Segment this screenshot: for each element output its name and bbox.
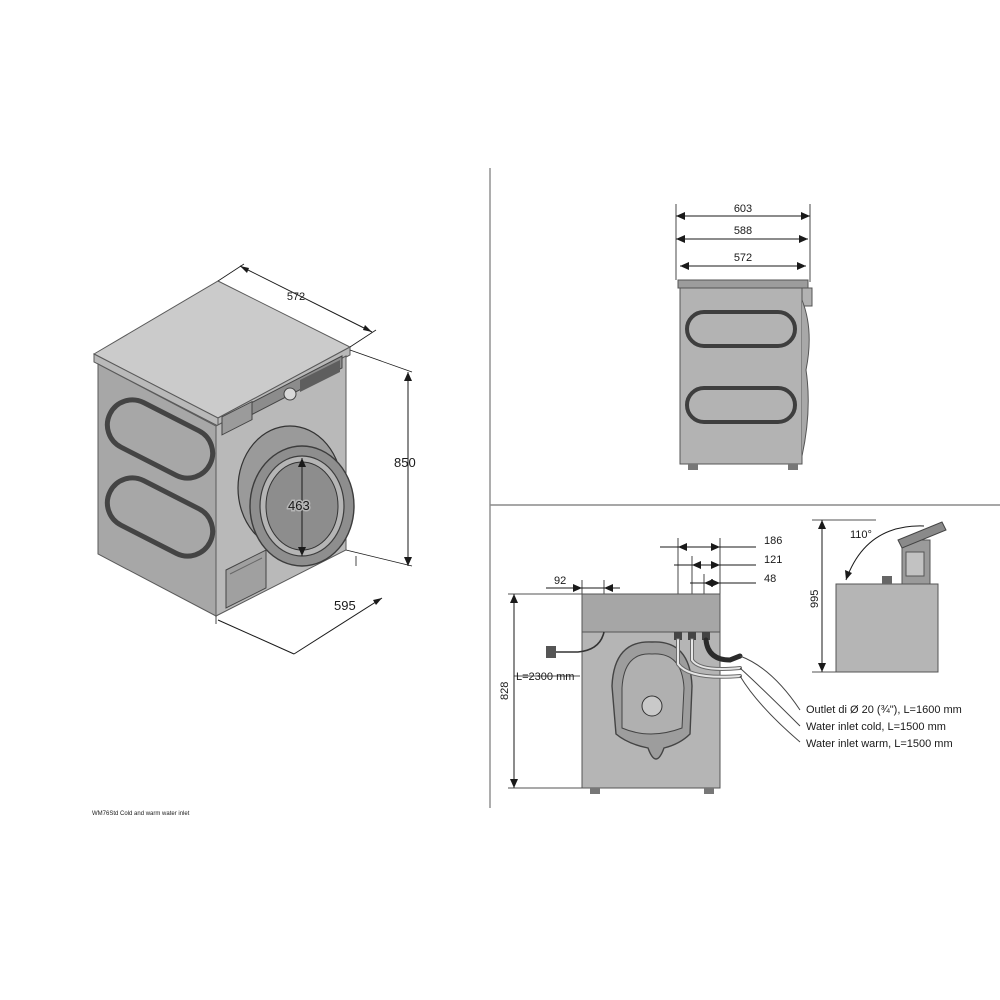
iso-dimline-572 <box>239 265 373 333</box>
power-plug <box>546 646 556 658</box>
iso-detergent-drawer <box>221 400 253 436</box>
lid-arc-arrow <box>845 570 852 580</box>
leader-warm <box>739 675 801 743</box>
rear-foot-left <box>590 788 600 794</box>
leader-outlet <box>739 655 801 711</box>
leader-cold <box>739 667 801 727</box>
rear-arrow-92-a <box>573 584 582 592</box>
iso-dimline-595 <box>217 619 295 655</box>
side-arrow-588-a <box>676 235 685 243</box>
hose-cold-inner <box>691 639 741 670</box>
dim-rear-186: 186 <box>764 535 782 547</box>
lid-open-view: 995 110° <box>809 519 947 673</box>
dim-side-603: 603 <box>734 203 752 215</box>
rear-arrow-92-b <box>604 584 613 592</box>
lid-knob <box>882 576 892 584</box>
rear-cable-length: L=2300 mm <box>516 671 574 683</box>
rear-connector-warm <box>674 632 682 640</box>
iso-hatch-vents <box>229 557 263 575</box>
label-warm: Water inlet warm, L=1500 mm <box>806 738 953 750</box>
dim-rear-828: 828 <box>499 682 511 700</box>
side-elevation-view: 603 588 572 <box>675 203 813 470</box>
dim-iso-595: 595 <box>334 598 356 613</box>
dim-rear-92: 92 <box>554 575 566 587</box>
rear-arrow-828-a <box>510 594 518 603</box>
side-emboss-lower <box>685 386 797 424</box>
rear-arrow-48 <box>704 579 713 587</box>
iso-display-strip <box>300 360 340 392</box>
side-arrow-588-b <box>799 235 808 243</box>
rear-arrow-48-b <box>711 579 720 587</box>
rear-arrow-121-b <box>711 561 720 569</box>
dim-side-572: 572 <box>734 252 752 264</box>
iso-ext-572-a <box>217 263 245 282</box>
iso-ext-850-b <box>345 549 413 567</box>
dim-iso-463: 463 <box>288 498 310 513</box>
side-foot-right <box>788 464 798 470</box>
iso-arrow-463-a <box>298 458 306 467</box>
rear-panel-inner <box>621 653 685 735</box>
side-door-bulge <box>801 299 810 457</box>
iso-arrow-850-a <box>404 372 412 381</box>
rear-connector-cold <box>688 632 696 640</box>
lid-arrow-995-b <box>818 663 826 672</box>
isometric-view: 572 850 463 595 <box>92 263 416 655</box>
lid-angle: 110° <box>850 529 872 541</box>
iso-ext-572-b <box>349 329 377 348</box>
rear-arrow-186-b <box>711 543 720 551</box>
label-outlet: Outlet di Ø 20 (¾"), L=1600 mm <box>806 704 962 716</box>
iso-arrow-595-a <box>373 598 382 605</box>
dim-side-588: 588 <box>734 225 752 237</box>
side-arrow-603-a <box>676 212 685 220</box>
side-arrow-572-a <box>680 262 689 270</box>
iso-arrow-850-b <box>404 557 412 566</box>
side-emboss-upper <box>685 310 797 348</box>
iso-side-emboss-lower <box>104 475 216 559</box>
dim-rear-48: 48 <box>764 573 776 585</box>
rear-drain-cap <box>641 695 663 717</box>
iso-dimline-595-b <box>293 597 383 655</box>
lid-angle-arc <box>845 525 925 581</box>
power-cable <box>556 631 605 653</box>
lid-body <box>835 583 939 673</box>
iso-arrow-572-b <box>363 325 372 332</box>
rear-connector-outlet <box>702 632 710 640</box>
iso-ext-850-a <box>349 349 413 373</box>
side-arrow-572-b <box>797 262 806 270</box>
lid-panel-open <box>897 521 947 549</box>
dim-iso-572: 572 <box>287 291 305 303</box>
dim-lid-995: 995 <box>809 590 821 608</box>
label-cold: Water inlet cold, L=1500 mm <box>806 721 946 733</box>
rear-view: 186 121 48 92 828 L=2300 mm <box>499 535 962 794</box>
iso-arrow-463-b <box>298 547 306 556</box>
iso-arrow-572-a <box>240 266 249 273</box>
iso-side-emboss-upper <box>104 397 216 481</box>
rear-foot-right <box>704 788 714 794</box>
lid-hinge <box>905 551 925 577</box>
side-body <box>679 287 803 465</box>
caption: WM76Std Cold and warm water inlet <box>92 811 190 817</box>
side-foot-left <box>688 464 698 470</box>
dim-rear-121: 121 <box>764 554 782 566</box>
rear-arrow-186 <box>678 543 687 551</box>
iso-program-knob <box>283 387 297 401</box>
dim-iso-850: 850 <box>394 455 416 470</box>
rear-top-lid <box>581 593 721 633</box>
hose-warm-inner <box>677 639 741 678</box>
rear-arrow-121 <box>692 561 701 569</box>
lid-arrow-995-a <box>818 520 826 529</box>
iso-service-hatch <box>225 549 267 609</box>
side-top-lid <box>677 279 809 289</box>
side-arrow-603-b <box>801 212 810 220</box>
rear-arrow-828-b <box>510 779 518 788</box>
hose-outlet <box>703 637 743 663</box>
